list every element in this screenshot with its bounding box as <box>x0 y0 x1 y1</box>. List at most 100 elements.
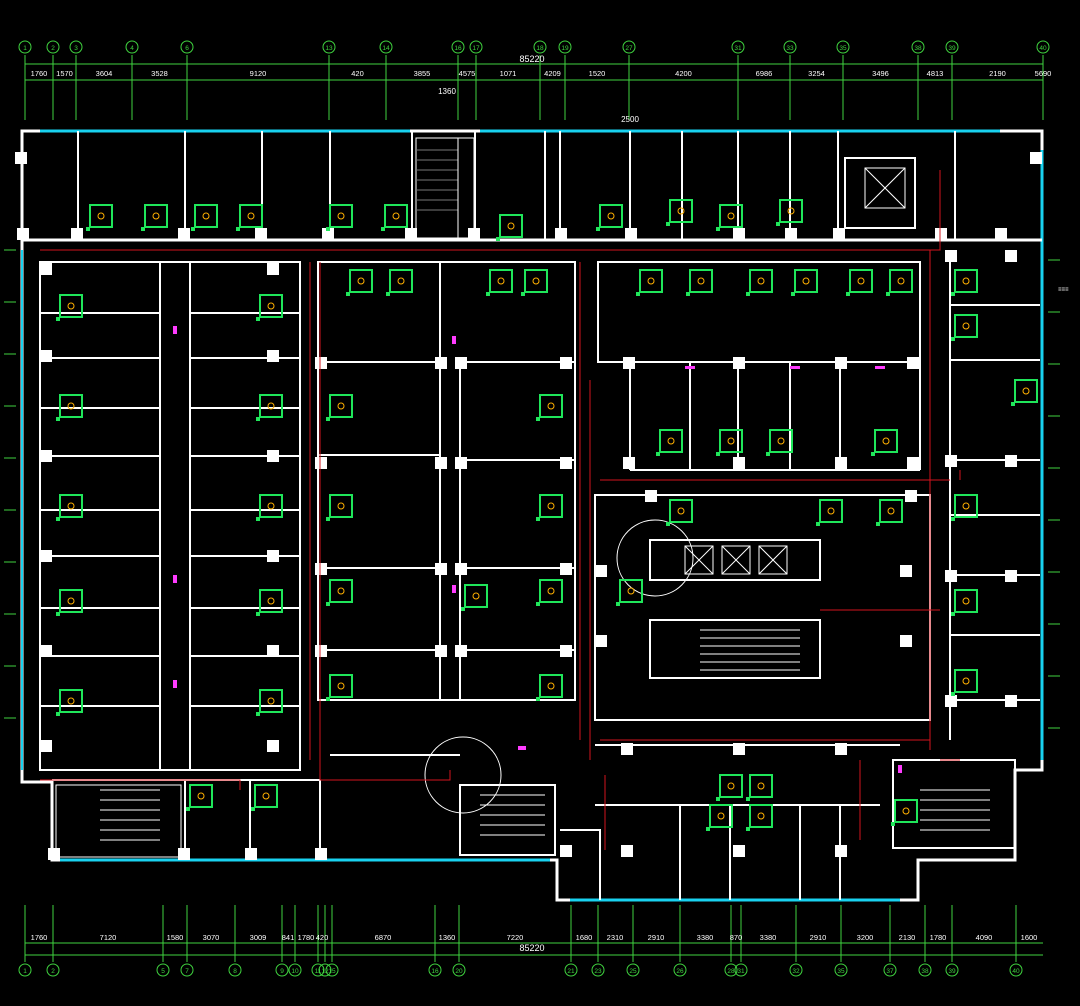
top-axis-bubble <box>469 40 483 54</box>
pipe-riser-marker <box>776 222 780 226</box>
structural-column <box>905 490 917 502</box>
pipe-riser-marker <box>951 517 955 521</box>
pipe-riser-marker <box>886 292 890 296</box>
structural-column <box>623 457 635 469</box>
fixture-drain <box>357 277 365 285</box>
pipe-riser-marker <box>596 227 600 231</box>
fixture-drain <box>962 677 970 685</box>
bottom-axis-bubble <box>180 963 194 977</box>
toilet-fixture <box>259 394 283 418</box>
top-axis-label: 39 <box>948 45 956 52</box>
pipe-riser-marker <box>746 827 750 831</box>
bottom-axis-bubble <box>626 963 640 977</box>
top-dim-value: 4209 <box>544 69 561 78</box>
top-axis-bubble <box>836 40 850 54</box>
fixture-drain <box>697 277 705 285</box>
structural-column <box>833 228 845 240</box>
top-dim-value: 6986 <box>756 69 773 78</box>
pipe-riser-marker <box>326 602 330 606</box>
bottom-axis-label: 10 <box>291 968 299 975</box>
top-axis-label: 38 <box>914 45 922 52</box>
bottom-dim-value: 1680 <box>576 933 593 942</box>
toilet-fixture <box>259 494 283 518</box>
pipe-riser-marker <box>56 612 60 616</box>
bottom-axis-bubble <box>673 963 687 977</box>
pipe-riser-marker <box>256 612 260 616</box>
top-axis-bubble <box>180 40 194 54</box>
pipe-riser-marker <box>536 697 540 701</box>
bottom-dim-value: 3070 <box>203 933 220 942</box>
toilet-fixture <box>329 579 353 603</box>
structural-column <box>785 228 797 240</box>
building-outline <box>20 129 1044 902</box>
toilet-fixture <box>669 199 693 223</box>
bottom-dim-value: 1600 <box>1021 933 1038 942</box>
pipe-riser-marker <box>56 517 60 521</box>
fixture-drain <box>777 437 785 445</box>
structural-column <box>835 357 847 369</box>
toilet-fixture <box>954 494 978 518</box>
toilet-fixture <box>524 269 548 293</box>
structural-column <box>255 228 267 240</box>
bottom-axis-label: 8 <box>233 968 237 975</box>
bottom-dim-value: 3009 <box>250 933 267 942</box>
toilet-fixture <box>144 204 168 228</box>
structural-column <box>315 848 327 860</box>
fixture-drain <box>677 507 685 515</box>
fixture-drain <box>962 502 970 510</box>
structural-column <box>267 450 279 462</box>
structural-column <box>267 350 279 362</box>
fixture-drain <box>202 212 210 220</box>
toilet-fixture <box>189 784 213 808</box>
structural-column <box>435 457 447 469</box>
structural-column <box>267 740 279 752</box>
top-axis-bubble <box>558 40 572 54</box>
toilet-fixture <box>719 204 743 228</box>
fixture-drain <box>962 597 970 605</box>
pipe-riser-marker <box>326 417 330 421</box>
fixture-drain <box>717 812 725 820</box>
fixture-drain <box>67 402 75 410</box>
pipe-riser-marker <box>191 227 195 231</box>
fixture-drain <box>902 807 910 815</box>
toilet-fixture <box>889 269 913 293</box>
structural-column <box>835 743 847 755</box>
top-axis-bubble <box>46 40 60 54</box>
bottom-axis-label: 37 <box>886 968 894 975</box>
top-axis-bubble <box>69 40 83 54</box>
structural-column <box>623 357 635 369</box>
pipe-riser-marker <box>871 452 875 456</box>
structural-column <box>625 228 637 240</box>
top-axis-label: 2 <box>51 45 55 52</box>
fixture-drain <box>97 212 105 220</box>
structural-column <box>40 740 52 752</box>
bottom-dim-value: 3380 <box>697 933 714 942</box>
bottom-axis-label: 31 <box>737 968 745 975</box>
toilet-fixture <box>59 689 83 713</box>
top-axis-bubble <box>18 40 32 54</box>
bottom-axis-label: 23 <box>594 968 602 975</box>
bottom-dim-value: 420 <box>316 933 329 942</box>
fixture-drain <box>627 587 635 595</box>
top-axis-label: 1 <box>23 45 27 52</box>
bottom-axis-bubble <box>288 963 302 977</box>
top-dim-value: 9120 <box>250 69 267 78</box>
bottom-overall-dimension: 85220 <box>519 943 544 953</box>
bottom-axis-label: 35 <box>837 968 845 975</box>
top-dim-value: 1760 <box>31 69 48 78</box>
toilet-fixture <box>329 204 353 228</box>
bottom-axis-label: 20 <box>455 968 463 975</box>
toilet-fixture <box>389 269 413 293</box>
bottom-dim-value: 2130 <box>899 933 916 942</box>
fixture-drain <box>727 437 735 445</box>
toilet-fixture <box>954 269 978 293</box>
bottom-axis-label: 26 <box>676 968 684 975</box>
toilet-fixture <box>689 269 713 293</box>
pipe-riser-marker <box>791 292 795 296</box>
bottom-axis-label: 12 <box>321 968 329 975</box>
structural-column <box>733 845 745 857</box>
bottom-axis-bubble <box>883 963 897 977</box>
structural-column <box>1005 455 1017 467</box>
stair-top-left <box>415 137 475 239</box>
